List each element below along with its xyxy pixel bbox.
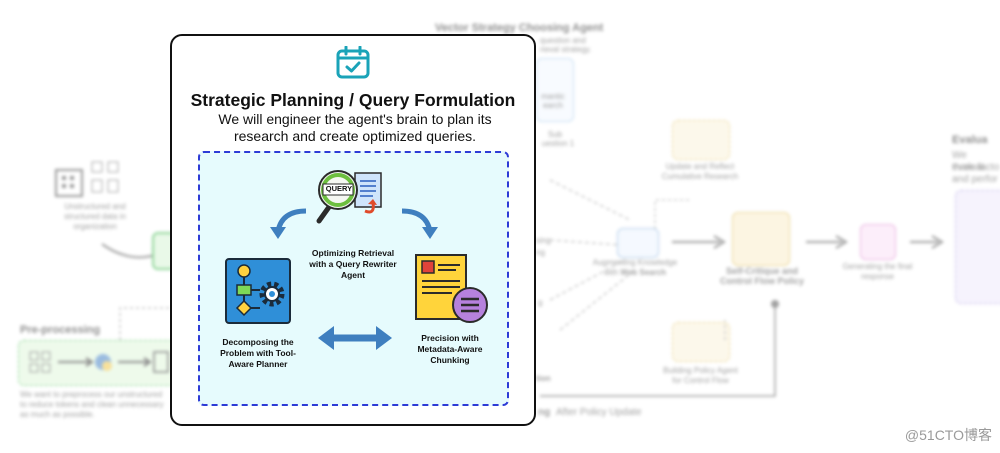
semantic-label-1: mantic [541,92,565,101]
card-subtitle: We will engineer the agent's brain to pl… [218,111,492,144]
double-arrow-icon [318,326,392,350]
side-text-1: sing [536,236,551,245]
label-metadata-chunking: Precision with Metadata-Aware Chunking [417,333,483,365]
preprocessing-title: Pre-processing [20,324,101,336]
evaluation-box [955,190,1000,304]
label-tool-aware-planner: Decomposing the Problem with Tool-Aware … [220,337,296,369]
preprocessing-desc: We want to preprocess our unstructured t… [20,390,164,419]
update-reflect-label: Update and Reflect Cumulative Research [661,162,739,181]
arrow-to-critique [672,235,726,249]
augmenting-text-1: Augmenting Knowledge [592,258,678,267]
generating-label: Generating the final response [842,262,913,281]
evaluation-desc-3: and perfor [952,174,998,185]
augmenting-text-2: with [603,268,619,277]
preprocess-flow-icons [29,351,169,373]
strategic-planning-card: Strategic Planning / Query Formulation W… [170,34,536,426]
side-text-2: ng [536,248,545,257]
web-search-box [617,228,659,258]
document-list-icon [415,254,488,323]
planning-dashed-panel: QUERY Optimizing Retrieval with a Query … [198,151,509,406]
evaluation-desc-1: We evaluat [952,150,985,173]
building-policy-label: Building Policy Agent for Control Flow [663,366,738,385]
vector-agent-title: Vector Strategy Choosing Agent [435,22,604,34]
evaluation-desc-2: three facto [952,162,1000,173]
building-policy-box [672,322,730,362]
unstructured-label: Unstructured and structured data in orga… [64,202,126,231]
update-reflect-box [672,120,730,160]
side-text-3: g [538,298,543,307]
after-policy-prefix: ng [538,407,551,418]
flowchart-gear-icon [225,258,291,324]
self-critique-box [732,212,790,266]
semantic-label-2: earch [542,101,563,110]
arrow-to-generate [806,235,848,249]
augmenting-label: Augmenting Knowledge with Web Search [590,258,680,278]
generate-box [860,224,896,260]
watermark: @51CTO博客 [904,427,992,443]
after-policy-label: After Policy Update [556,407,642,418]
arrow-curved-right-icon [401,208,438,239]
calendar-check-icon [336,46,370,79]
building-icon [55,161,119,197]
arrow-curved-left-icon [270,208,307,239]
label-query-rewriter: Optimizing Retrieval with a Query Rewrit… [309,248,397,280]
card-title: Strategic Planning / Query Formulation [190,90,516,110]
self-critique-label: Self-Critique and Control Flow Policy [719,266,804,286]
semantic-search-box [536,58,574,122]
vector-agent-desc-2: rieval strategy. [540,45,592,54]
sub-question-2: uestion 1 [541,139,575,148]
query-badge: QUERY [325,184,353,193]
dashed-connectors [549,179,690,331]
augmenting-bold: Web Search [620,268,667,277]
side-text-4: tion [536,374,551,383]
evaluation-title: Evalua [952,134,988,146]
vector-agent-desc-1: question and [540,36,586,45]
dotted-connector [119,307,170,340]
sub-question-1: Sub [547,130,563,139]
magnifier-query-icon [316,170,382,224]
arrow-to-eval [910,235,944,249]
policy-feedback-line [540,300,779,397]
